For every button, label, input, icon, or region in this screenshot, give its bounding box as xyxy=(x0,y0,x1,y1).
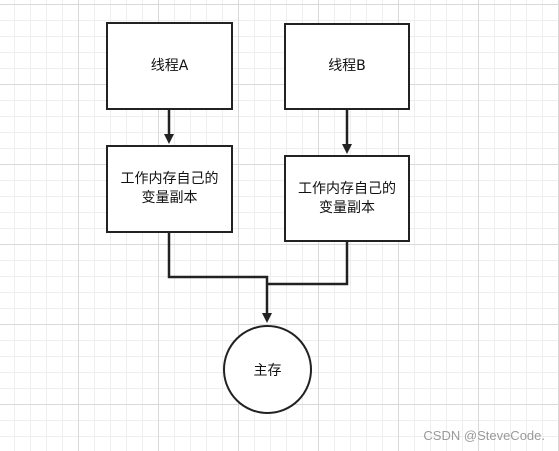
thread-b-label: 线程B xyxy=(328,58,366,74)
main-memory-label: 主存 xyxy=(253,362,282,379)
connector-memory-b-to-main xyxy=(267,242,349,286)
connector-memory-a-to-main xyxy=(167,233,272,323)
thread-a-box: 线程A xyxy=(106,22,233,110)
working-memory-b-box: 工作内存自己的变量副本 xyxy=(284,155,410,242)
thread-a-label: 线程A xyxy=(150,57,189,74)
working-memory-a-box: 工作内存自己的变量副本 xyxy=(106,145,233,233)
main-memory-node: 主存 xyxy=(223,325,312,414)
thread-b-box: 线程B xyxy=(284,23,410,110)
working-memory-a-label: 工作内存自己的变量副本 xyxy=(120,171,219,206)
watermark: CSDN @SteveCode. xyxy=(423,428,545,443)
working-memory-b-label: 工作内存自己的变量副本 xyxy=(298,180,396,216)
